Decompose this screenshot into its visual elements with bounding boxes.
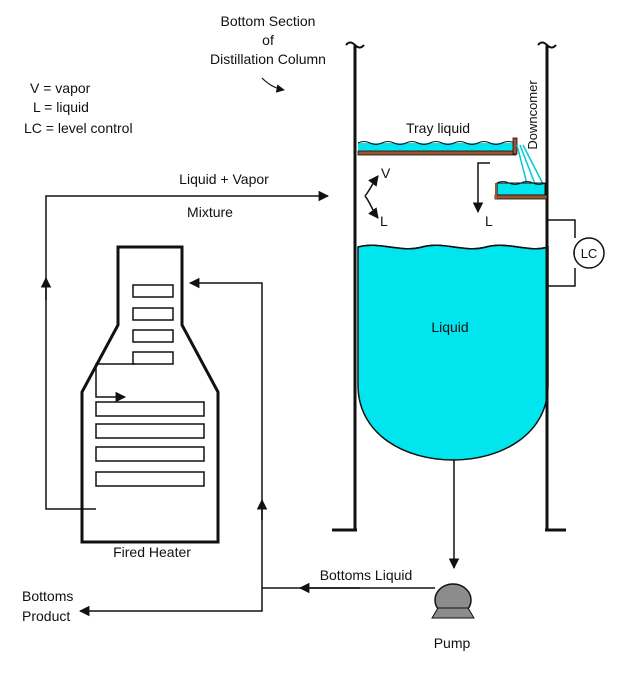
coil-upper-1 [132, 284, 174, 298]
tray-liquid-surface [357, 141, 516, 145]
legend-liquid: L = liquid [33, 99, 89, 115]
tray-liquid-label: Tray liquid [406, 120, 470, 136]
sump-liquid-fill [357, 244, 549, 461]
heater-inlet-line [188, 277, 263, 588]
pump-label: Pump [434, 635, 471, 651]
vapor-arrow [364, 175, 379, 197]
feed-label-line1: Liquid + Vapor [179, 171, 269, 187]
bottoms-product-label-line2: Product [22, 608, 70, 624]
tray-weir [512, 137, 518, 155]
downcomer-stream-3 [522, 144, 544, 185]
liquid-arrow-left [364, 195, 379, 219]
tray-plate [357, 150, 517, 156]
fired-heater-body [80, 245, 220, 544]
coil-lower-2 [95, 423, 205, 439]
bottoms-product-line [78, 588, 263, 617]
seal-pan-surface [496, 181, 546, 185]
seal-pan-plate [494, 194, 548, 200]
coil-upper-2 [132, 307, 174, 321]
downcomer-label: Downcomer [525, 80, 540, 150]
section-title-line3: Distillation Column [210, 51, 326, 67]
coil-upper-4 [132, 351, 174, 365]
lc-tap-upper [547, 219, 576, 238]
level-control-label: LC [581, 246, 598, 261]
sump-liquid-surface [357, 244, 549, 250]
lc-tap-lower [547, 268, 576, 287]
fired-heater-label: Fired Heater [113, 544, 191, 560]
liquid-l-right-label: L [485, 213, 493, 229]
heater-outlet-line [45, 190, 330, 510]
section-title-line2: of [262, 32, 274, 48]
coil-upper-3 [132, 329, 174, 343]
liquid-l-left-label: L [380, 213, 388, 229]
feed-label-line2: Mixture [187, 204, 233, 220]
bottoms-liquid-label: Bottoms Liquid [320, 567, 413, 583]
coil-lower-4 [95, 471, 205, 487]
sump-liquid-label: Liquid [431, 319, 468, 335]
downcomer-stream-2 [519, 144, 536, 185]
pump-base [431, 607, 475, 619]
bottoms-product-label-line1: Bottoms [22, 588, 73, 604]
coil-lower-1 [95, 401, 205, 417]
legend-vapor: V = vapor [30, 80, 91, 96]
legend-level-control: LC = level control [24, 120, 133, 136]
liquid-drop-right-arrow [472, 162, 490, 214]
section-title-line1: Bottom Section [221, 13, 316, 29]
downcomer-stream-1 [516, 144, 528, 185]
coil-lower-3 [95, 446, 205, 462]
tray-liquid-fill [358, 143, 515, 151]
column-break-left [345, 41, 365, 49]
coil-crossover [95, 363, 135, 403]
vapor-v-label: V [381, 165, 391, 181]
section-pointer-arrow [261, 77, 285, 93]
column-break-right [537, 41, 557, 49]
